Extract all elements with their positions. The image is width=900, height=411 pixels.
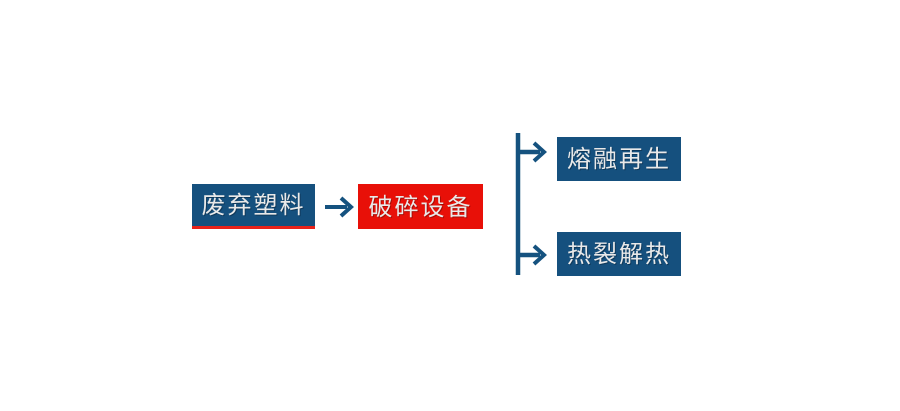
node-waste-plastic-label: 废弃塑料 — [201, 191, 306, 219]
node-waste-plastic[interactable]: 废弃塑料 — [192, 184, 315, 229]
node-pyrolysis-heat[interactable]: 热裂解热 — [557, 232, 681, 276]
node-melt-regeneration-label: 熔融再生 — [567, 145, 671, 173]
bracket-split-connector — [508, 128, 558, 283]
node-crusher-equipment-label: 破碎设备 — [368, 192, 473, 221]
arrow-waste-to-crusher — [320, 192, 356, 222]
node-melt-regeneration[interactable]: 熔融再生 — [557, 137, 681, 181]
node-pyrolysis-heat-label: 热裂解热 — [567, 240, 671, 268]
node-crusher-equipment[interactable]: 破碎设备 — [358, 184, 483, 229]
